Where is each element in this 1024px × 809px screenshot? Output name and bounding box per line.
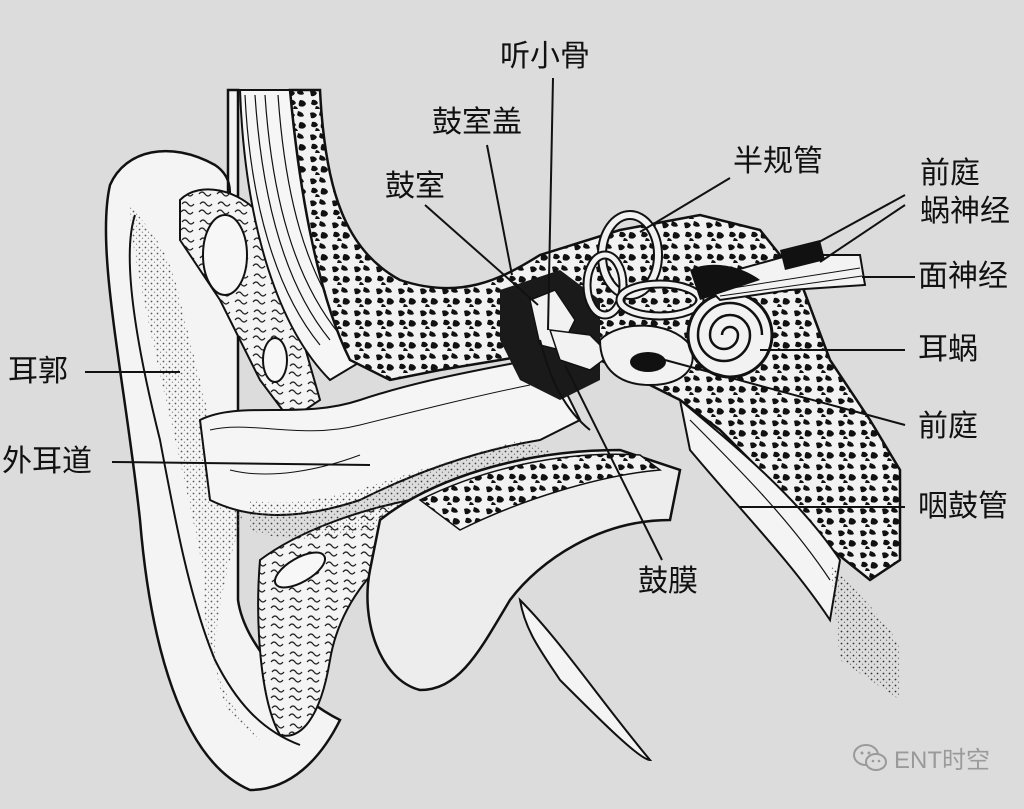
middle-ear <box>500 270 612 431</box>
label-ossicles: 听小骨 <box>500 39 590 74</box>
label-tympanic-membrane: 鼓膜 <box>638 564 698 599</box>
label-vestibulocochlear-nerve: 前庭 蜗神经 <box>920 155 1010 231</box>
label-facial-nerve: 面神经 <box>918 259 1008 294</box>
vestibule <box>598 324 694 387</box>
label-auricle: 耳郭 <box>8 354 68 389</box>
wechat-icon <box>853 743 887 771</box>
leader-line-vestibule <box>664 359 906 426</box>
mandible-region <box>366 448 682 762</box>
leader-line-ossicles <box>547 77 554 331</box>
leader-line-tympanic-membrane <box>564 364 663 561</box>
leader-line-canal <box>111 461 371 466</box>
eustachian-tube <box>678 397 900 700</box>
leader-line-semicircular <box>639 177 731 233</box>
label-external-auditory-canal: 外耳道 <box>2 444 92 479</box>
watermark-text: ENT时空 <box>894 747 990 774</box>
label-tympanic-cavity: 鼓室 <box>385 169 445 204</box>
watermark: ENT时空 <box>852 740 990 775</box>
label-tegmen-tympani: 鼓室盖 <box>432 105 522 140</box>
label-vestibule: 前庭 <box>918 409 978 444</box>
external-auditory-canal <box>198 358 582 539</box>
label-vestibulocochlear-line2: 蜗神经 <box>920 194 1010 229</box>
label-cochlea: 耳蜗 <box>918 332 978 367</box>
leader-line-vestibulocochlear-a <box>807 194 906 249</box>
leader-line-vestibulocochlear-b <box>819 204 906 263</box>
cochlea <box>686 291 774 379</box>
leader-lines <box>85 77 915 561</box>
label-eustachian-tube: 咽鼓管 <box>918 489 1008 524</box>
label-semicircular-canals: 半规管 <box>733 144 823 179</box>
leader-line-tympanic-cavity <box>424 204 539 306</box>
label-vestibulocochlear-line1: 前庭 <box>920 156 980 191</box>
leader-line-tegmen <box>486 144 513 276</box>
nerves <box>690 240 867 302</box>
